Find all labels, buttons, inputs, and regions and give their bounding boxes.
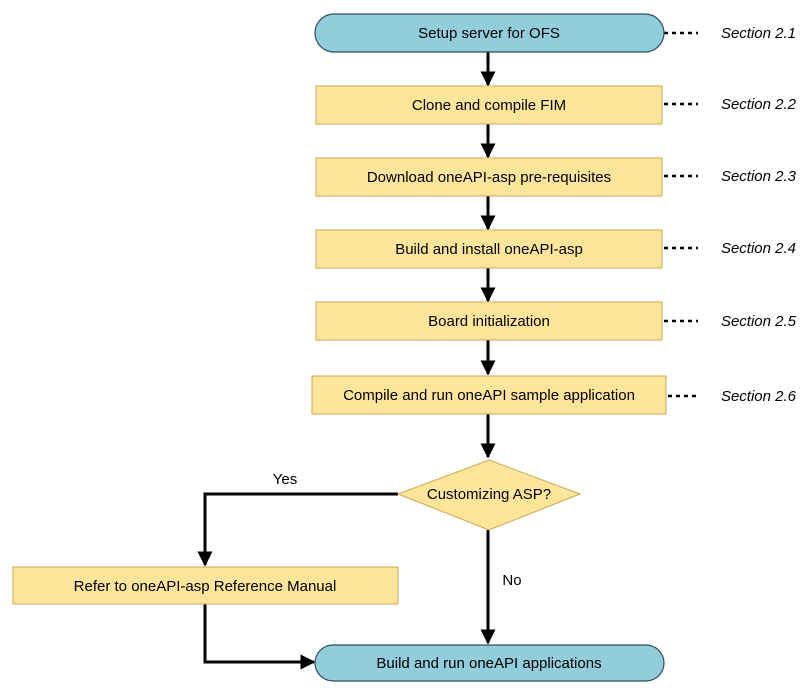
section-ref-2-1: Section 2.1	[721, 25, 796, 42]
process-clone-shape	[315, 85, 663, 125]
process-build-shape	[315, 229, 663, 269]
process-refer-shape	[12, 566, 399, 605]
connector-decision-yes	[197, 492, 398, 567]
section-ref-2-4: Section 2.4	[721, 240, 796, 257]
decision-shape	[396, 459, 582, 531]
connector-refer-to-final	[203, 604, 316, 670]
step-init-label: Board initialization	[428, 313, 550, 330]
section-ref-2-5: Section 2.5	[721, 313, 797, 330]
terminal-final-shape	[314, 644, 665, 682]
process-download-shape	[315, 157, 663, 197]
decision-label: Customizing ASP?	[427, 486, 551, 503]
section-ref-2-3: Section 2.3	[721, 168, 797, 185]
terminal-setup-shape	[314, 13, 665, 53]
section-ref-2-6: Section 2.6	[721, 388, 797, 405]
refer-label: Refer to oneAPI-asp Reference Manual	[74, 578, 337, 595]
decision-yes-label: Yes	[273, 471, 297, 488]
process-init-shape	[315, 301, 663, 341]
step-setup-label: Setup server for OFS	[418, 25, 560, 42]
decision-no-label: No	[502, 572, 521, 589]
connectors	[197, 52, 496, 670]
step-download-label: Download oneAPI-asp pre-requisites	[367, 169, 611, 186]
section-leaders	[664, 31, 700, 398]
section-ref-2-2: Section 2.2	[721, 96, 797, 113]
final-label: Build and run oneAPI applications	[376, 655, 601, 672]
step-compile-label: Compile and run oneAPI sample applicatio…	[343, 387, 635, 404]
step-build-label: Build and install oneAPI-asp	[395, 241, 583, 258]
step-clone-label: Clone and compile FIM	[412, 97, 566, 114]
process-compile-shape	[311, 375, 667, 415]
